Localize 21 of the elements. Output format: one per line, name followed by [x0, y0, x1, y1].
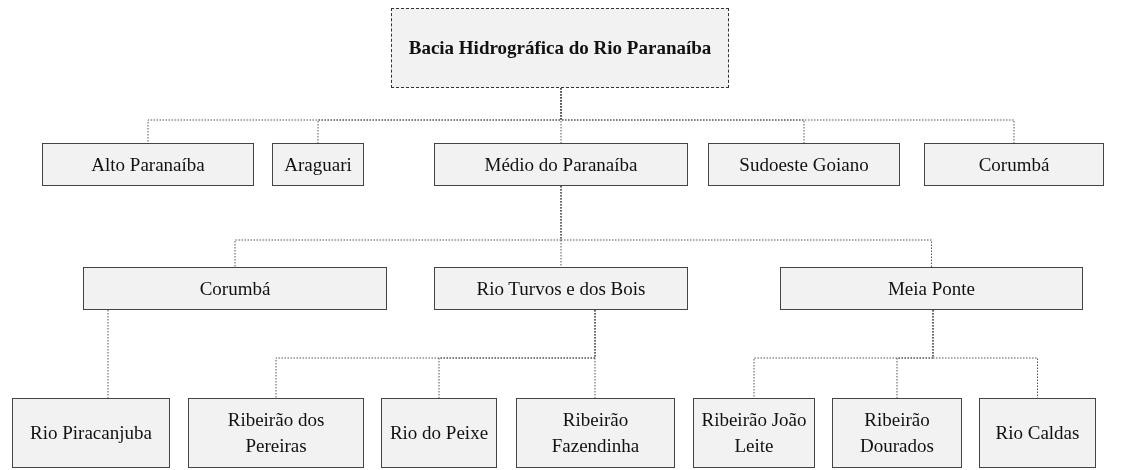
river-basin-box: Rio Turvos e dos Bois — [434, 267, 688, 310]
connector-line — [932, 309, 1038, 399]
river-basin-box: Rio Caldas — [979, 398, 1096, 468]
river-basin-box: Araguari — [272, 143, 364, 186]
connector-line — [107, 309, 109, 399]
river-basin-box: Meia Ponte — [780, 267, 1083, 310]
connector-line — [560, 185, 932, 268]
river-basin-box: Corumbá — [83, 267, 387, 310]
river-basin-box: Sudoeste Goiano — [708, 143, 900, 186]
river-basin-box: Rio Piracanjuba — [12, 398, 170, 468]
river-basin-box: Médio do Paranaíba — [434, 143, 688, 186]
river-basin-box: Ribeirão Fazendinha — [516, 398, 675, 468]
connector-line — [594, 309, 596, 399]
root-box: Bacia Hidrográfica do Rio Paranaíba — [391, 8, 729, 88]
river-basin-box: Ribeirão João Leite — [693, 398, 815, 468]
river-basin-box: Rio do Peixe — [381, 398, 497, 468]
connector-line — [560, 87, 1015, 144]
river-basin-box: Alto Paranaíba — [42, 143, 254, 186]
river-basin-box: Ribeirão dos Pereiras — [188, 398, 364, 468]
river-basin-box: Ribeirão Dourados — [832, 398, 962, 468]
river-basin-box: Corumbá — [924, 143, 1104, 186]
